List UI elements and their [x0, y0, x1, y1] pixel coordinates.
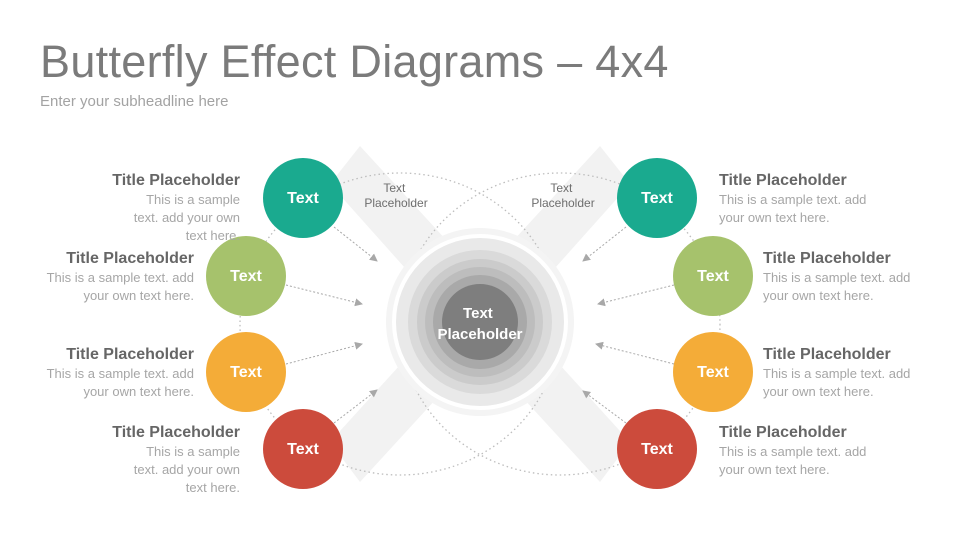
- top-label-right: Text Placeholder: [531, 181, 594, 210]
- block-description: This is a sample text. add your own text…: [46, 366, 194, 399]
- node-left-2: Text: [206, 236, 286, 316]
- slide-subtitle: Enter your subheadline here: [40, 93, 229, 110]
- node-right-1: Text: [617, 158, 697, 238]
- block-title: Title Placeholder: [112, 172, 240, 189]
- node-label: Text: [230, 268, 262, 285]
- block-description: This is a sample text. add your own text…: [133, 444, 240, 495]
- text-block-right-4: Title Placeholder This is a sample text.…: [719, 423, 919, 479]
- node-label: Text: [697, 268, 729, 285]
- block-title: Title Placeholder: [66, 346, 194, 363]
- arrow-right-1: [582, 226, 627, 262]
- arrow-left-1: [333, 226, 378, 262]
- text-block-right-2: Title Placeholder This is a sample text.…: [763, 249, 960, 305]
- text-block-left-2: Title Placeholder This is a sample text.…: [0, 249, 194, 305]
- node-label: Text: [230, 364, 262, 381]
- arrow-right-3: [595, 341, 675, 365]
- block-title: Title Placeholder: [763, 250, 891, 267]
- block-title: Title Placeholder: [763, 346, 891, 363]
- block-description: This is a sample text. add your own text…: [763, 366, 911, 399]
- node-label: Text: [641, 441, 673, 458]
- block-title: Title Placeholder: [719, 424, 847, 441]
- block-description: This is a sample text. add your own text…: [719, 192, 867, 225]
- block-description: This is a sample text. add your own text…: [46, 270, 194, 303]
- text-block-left-3: Title Placeholder This is a sample text.…: [0, 345, 194, 401]
- center-label: Text Placeholder: [437, 305, 522, 343]
- node-label: Text: [287, 441, 319, 458]
- node-label: Text: [287, 190, 319, 207]
- text-block-left-4: Title Placeholder This is a sample text.…: [40, 423, 240, 497]
- block-description: This is a sample text. add your own text…: [133, 192, 240, 243]
- arrow-left-4: [333, 389, 378, 424]
- node-label: Text: [641, 190, 673, 207]
- text-block-right-3: Title Placeholder This is a sample text.…: [763, 345, 960, 401]
- block-description: This is a sample text. add your own text…: [719, 444, 867, 477]
- block-title: Title Placeholder: [112, 424, 240, 441]
- center-hub: Text Placeholder: [386, 228, 574, 416]
- node-right-2: Text: [673, 236, 753, 316]
- node-left-1: Text: [263, 158, 343, 238]
- text-block-left-1: Title Placeholder This is a sample text.…: [40, 171, 240, 245]
- node-right-3: Text: [673, 332, 753, 412]
- node-left-3: Text: [206, 332, 286, 412]
- right-wing-outline: [399, 172, 721, 476]
- node-right-4: Text: [617, 409, 697, 489]
- top-label-left: Text Placeholder: [364, 181, 427, 210]
- text-block-right-1: Title Placeholder This is a sample text.…: [719, 171, 919, 227]
- block-title: Title Placeholder: [66, 250, 194, 267]
- block-description: This is a sample text. add your own text…: [763, 270, 911, 303]
- block-title: Title Placeholder: [719, 172, 847, 189]
- arrows: [285, 226, 675, 424]
- arrow-right-2: [597, 284, 675, 307]
- node-left-4: Text: [263, 409, 343, 489]
- arrow-left-2: [285, 284, 363, 307]
- slide-title: Butterfly Effect Diagrams – 4x4: [40, 36, 669, 87]
- arrow-right-4: [582, 390, 627, 424]
- arrow-left-3: [285, 341, 363, 365]
- node-label: Text: [697, 364, 729, 381]
